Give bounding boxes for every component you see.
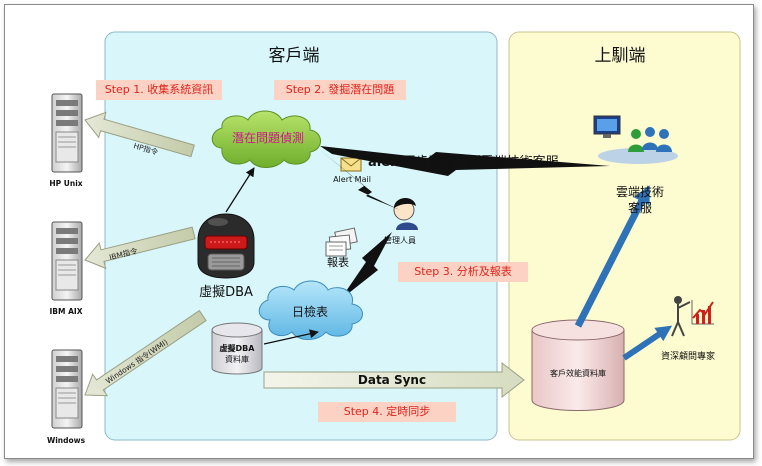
windows-command-arrow	[84, 309, 207, 397]
step3-label: Step 3. 分析及報表	[398, 262, 528, 282]
ibm-aix-server-icon	[51, 221, 83, 301]
windows-label: Windows	[47, 436, 86, 445]
windows-server-icon	[51, 349, 83, 429]
db-to-check-arrow	[263, 329, 319, 345]
virtual-dba-label: 虛擬DBA	[199, 284, 253, 300]
customer-performance-database-icon	[531, 319, 625, 411]
db-to-cloud-support-arrow	[574, 185, 650, 328]
administrator-icon	[393, 197, 418, 230]
data-sync-label: Data Sync	[358, 373, 426, 387]
detect-cloud-shape	[211, 110, 321, 168]
check-to-admin-lightning	[340, 232, 392, 300]
administrator-label: 管理人員	[384, 235, 416, 245]
senior-consultant-label: 資深顧問專家	[661, 350, 715, 362]
virtual-dba-database-icon	[211, 322, 263, 375]
daily-check-label: 日檢表	[292, 304, 328, 319]
db-to-consultant-arrow	[622, 325, 673, 361]
virtual-dba-robot-icon	[197, 213, 255, 279]
daily-check-cloud-shape	[258, 280, 363, 340]
virtual-dba-db-label-line2: 資料庫	[225, 354, 249, 364]
hp-unix-server-icon	[51, 93, 83, 173]
alert-mail-envelope-icon	[340, 157, 362, 172]
customer-db-label: 客戶效能資料庫	[550, 368, 606, 378]
ibm-command-arrow	[84, 226, 196, 270]
alert-mail-label: Alert Mail	[333, 175, 371, 184]
detect-cloud-label: 潛在問題偵測	[232, 131, 304, 145]
hp-command-arrow	[84, 111, 195, 158]
alert-notice-text: alert同步通知上馴雲端技術客服	[368, 154, 559, 170]
cloud-region-title: 上馴端	[595, 46, 646, 66]
report-label: 報表	[327, 255, 349, 269]
client-region	[104, 31, 498, 441]
step4-label: Step 4. 定時同步	[318, 402, 456, 422]
senior-consultant-icon	[671, 296, 714, 337]
cloud-tech-support-icon	[593, 115, 678, 164]
step1-label: Step 1. 收集系統資訊	[96, 80, 222, 100]
cloud-tech-support-label-line1: 雲端技術	[616, 185, 664, 199]
client-region-title: 客戶端	[269, 46, 320, 66]
ibm-aix-label: IBM AIX	[50, 307, 83, 316]
data-sync-arrow	[263, 361, 525, 399]
alert-lightning-bolt	[320, 146, 610, 176]
virtual-dba-db-label-line1: 虛擬DBA	[220, 343, 256, 353]
robot-to-detect-arrow	[225, 167, 255, 213]
cloud-tech-support-label-line2: 客服	[628, 200, 652, 215]
step2-label: Step 2. 發掘潛在問題	[274, 80, 406, 100]
report-documents-icon	[325, 227, 358, 257]
hp-unix-label: HP Unix	[49, 179, 82, 188]
